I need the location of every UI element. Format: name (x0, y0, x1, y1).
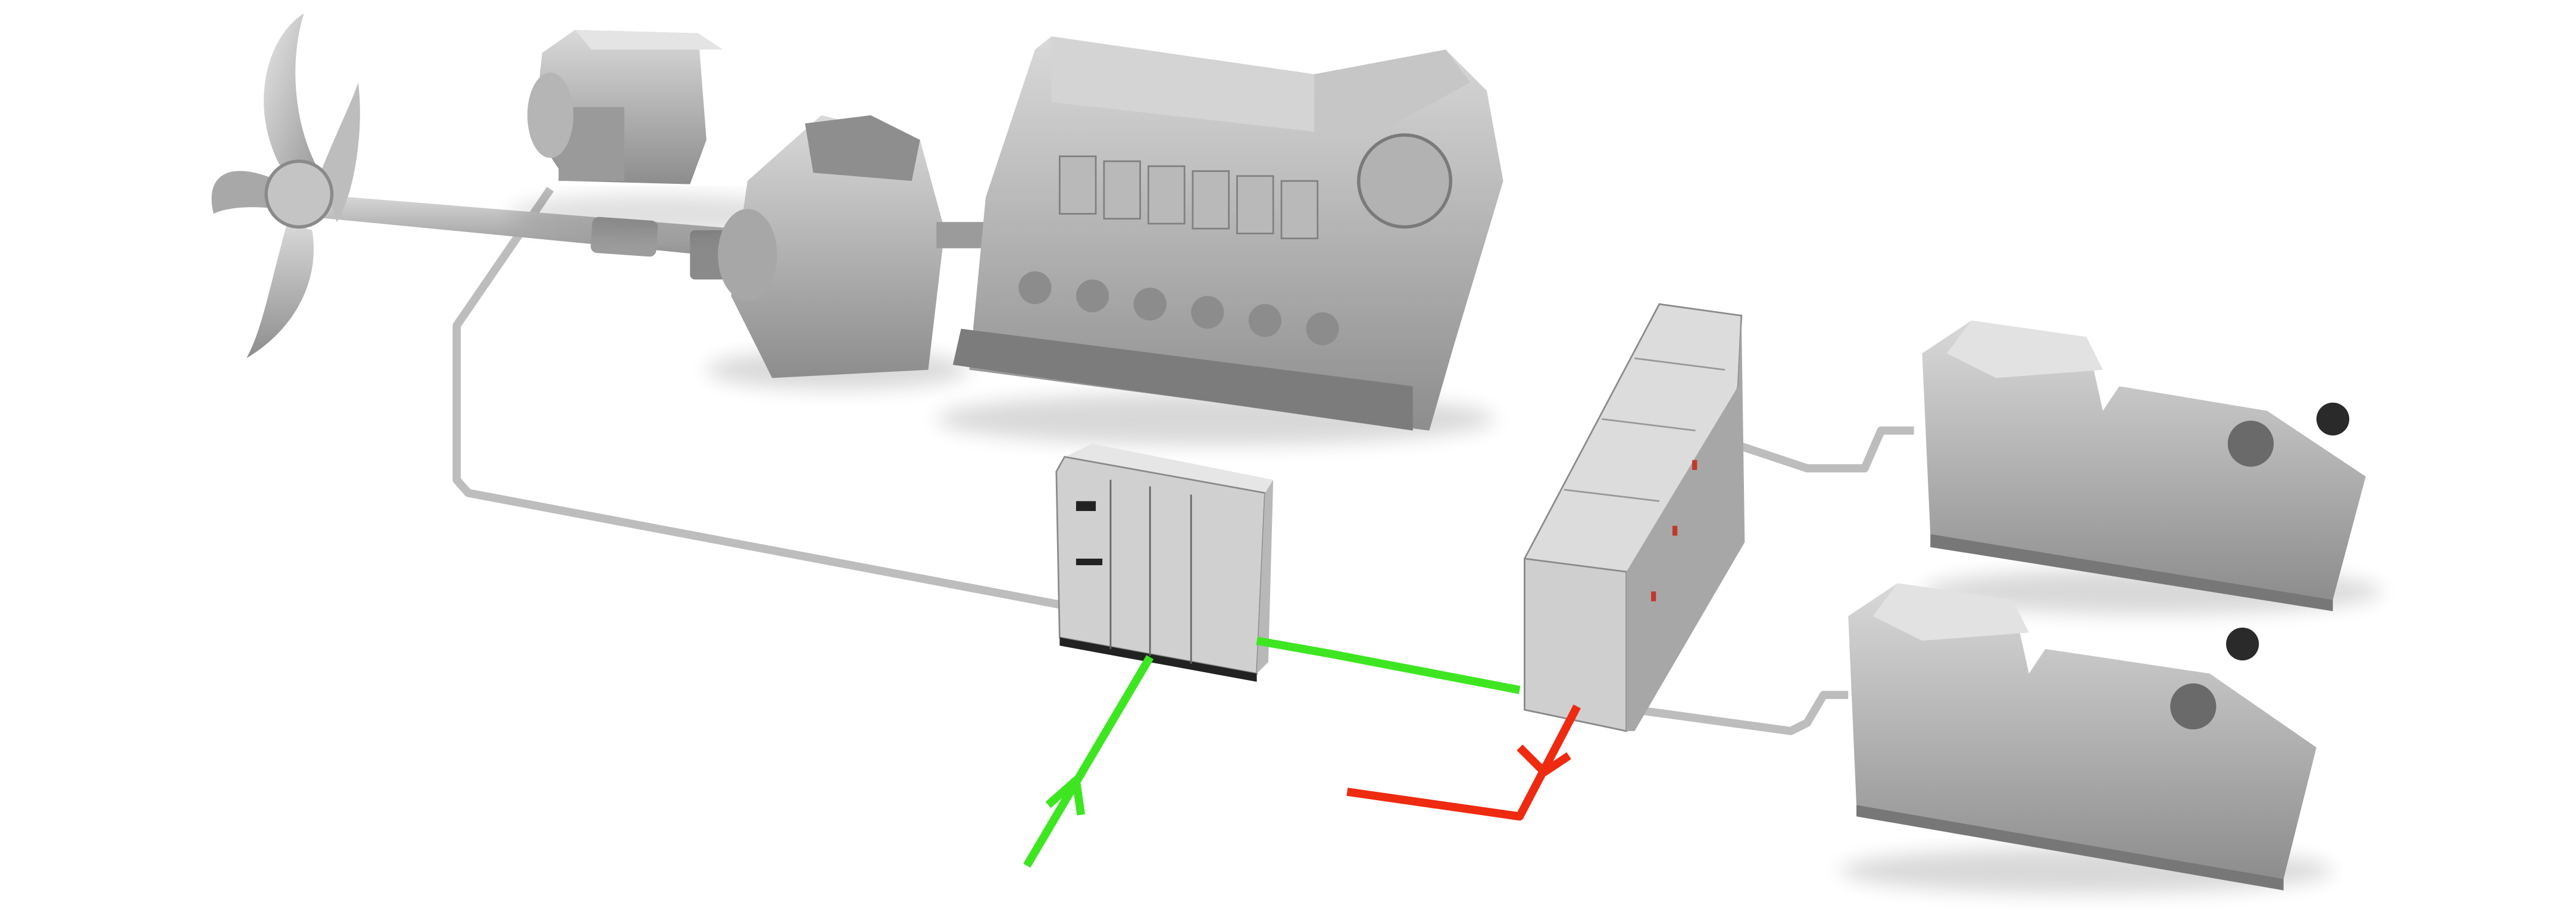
cable-switchboard-to-genset-1 (1731, 426, 1914, 473)
genset-2 (1840, 583, 2333, 894)
engine-crankcase-covers (1018, 271, 1339, 346)
shaft-generator (509, 30, 805, 234)
cable-shaft-generator-to-drive (452, 187, 1061, 609)
cable-switchboard-to-genset-2 (1634, 691, 1849, 735)
arrow-down-icon (1517, 744, 1571, 776)
genset-1 (1922, 320, 2383, 615)
genset-2-turbo (2170, 683, 2217, 730)
switchboard-indicators (1651, 460, 1697, 601)
propeller-blade-bottom (246, 222, 314, 359)
shore-power-lines (1023, 637, 1521, 868)
gearbox (706, 115, 986, 390)
main-engine (936, 36, 1503, 446)
genset-1-turbo (2227, 421, 2274, 467)
green-line-drive-to-switchboard (1256, 637, 1521, 694)
power-out-line (1346, 704, 1581, 821)
drive-cabinet (1055, 443, 1274, 682)
propeller (211, 13, 360, 359)
red-line (1346, 704, 1581, 821)
switchboard (1524, 303, 1745, 732)
green-line-incoming (1023, 655, 1154, 868)
turbocharger (1356, 133, 1453, 229)
propeller-blade-top (264, 13, 321, 173)
cables (452, 187, 1914, 735)
engine-cylinder-heads (1058, 155, 1319, 240)
propeller-hub (264, 159, 334, 229)
arrow-up-icon (1045, 776, 1086, 816)
